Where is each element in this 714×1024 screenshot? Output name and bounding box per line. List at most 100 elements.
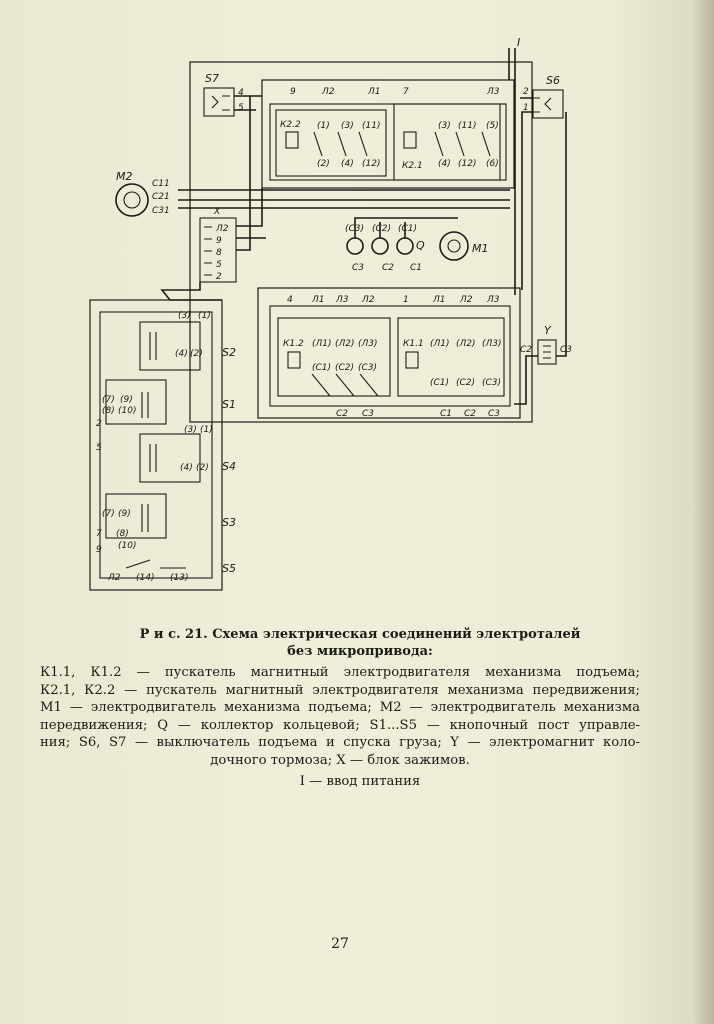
wiring-schematic: I S7 4 5 S6 2 1 9 Л2 Л1 7 Л3 К2.2 (1) (3…	[89, 36, 572, 591]
s5-c14: (14)	[136, 573, 154, 583]
k11-l1: (Л1)	[430, 339, 450, 349]
legend-line-1: К1.1, К1.2 — пускатель магнитный электро…	[40, 665, 640, 680]
s2-c4: (4)	[175, 349, 188, 359]
bottom-out-c3a: С3	[362, 409, 374, 419]
pendant-wire-l2: Л2	[107, 573, 121, 583]
m2-label: М2	[116, 170, 133, 183]
pendant-wire-7: 7	[96, 529, 102, 539]
k21-c3: (3)	[438, 121, 451, 131]
legend-line-2: К2.1, К2.2 — пускатель магнитный электро…	[40, 682, 640, 698]
s6-label: S6	[546, 74, 560, 87]
s7-terminal-4: 4	[238, 88, 244, 98]
top-wire-l2: Л2	[321, 87, 335, 97]
s3-c10: (10)	[118, 541, 136, 551]
power-input: I	[508, 36, 520, 295]
bottom-wire-l1a: Л1	[311, 295, 325, 305]
k11-l2: (Л2)	[456, 339, 476, 349]
s4-c2: (2)	[196, 463, 209, 473]
k12-l2: (Л2)	[335, 339, 355, 349]
s3-label: S3	[222, 516, 236, 529]
k21-label: К2.1	[402, 161, 423, 171]
figure-footnote: I — ввод питания	[299, 774, 421, 789]
x-term-l2: Л2	[215, 224, 229, 234]
page-number: 27	[331, 936, 349, 952]
s6-terminal-2: 2	[523, 87, 529, 97]
k12-c3: (С3)	[358, 363, 377, 373]
bottom-wire-l3a: Л3	[335, 295, 349, 305]
k22-c3: (3)	[341, 121, 354, 131]
k22-c11: (11)	[362, 121, 380, 131]
k21-c11: (11)	[458, 121, 476, 131]
x-term-5: 5	[216, 260, 222, 270]
x-term-8: 8	[216, 248, 222, 258]
s1-c8: (8)	[102, 406, 115, 416]
s2-c3: (3)	[178, 311, 191, 321]
bottom-contactor-block: 4 Л1 Л3 Л2 1 Л1 Л2 Л3 К1.2 (Л1) (Л2) (Л3…	[257, 287, 521, 419]
k22-c1: (1)	[317, 121, 330, 131]
x-term-9: 9	[216, 236, 222, 246]
figure-legend: К1.1, К1.2 — пускатель магнитный электро…	[40, 664, 640, 769]
k12-coil	[287, 351, 301, 369]
s1-c7: (7)	[102, 395, 115, 405]
x-label: X	[213, 207, 221, 217]
s2-c2: (2)	[190, 349, 203, 359]
bottom-wire-l3b: Л3	[486, 295, 500, 305]
switch-s6: S6 2 1	[520, 74, 564, 290]
pendant-wire-9: 9	[96, 545, 102, 555]
legend-line-5: ния; S6, S7 — выключатель подъема и спус…	[40, 735, 640, 750]
s2-label: S2	[222, 346, 236, 359]
m2-c21: С21	[152, 192, 170, 202]
top-wire-9: 9	[290, 87, 296, 97]
s7-label: S7	[205, 72, 219, 85]
q-ring-c2: (С2)	[372, 224, 391, 234]
power-input-label: I	[517, 36, 520, 49]
page-spine-shadow	[692, 0, 714, 1024]
m2-c11: С11	[152, 179, 170, 189]
motor-m1: М1	[439, 231, 489, 261]
x-term-2: 2	[216, 272, 222, 282]
bottom-wire-1: 1	[403, 295, 409, 305]
k12-label: К1.2	[283, 339, 304, 349]
legend-line-4: передвижения; Q — коллектор кольцевой; S…	[40, 717, 640, 733]
collector-q: (С3) (С2) (С1) Q С3 С2 С1	[345, 217, 458, 273]
pendant-wire-2: 2	[96, 419, 102, 429]
q-out-c2: С2	[382, 263, 394, 273]
q-ring-c1: (С1)	[398, 224, 417, 234]
s4-c1: (1)	[200, 425, 213, 435]
top-wire-l1: Л1	[367, 87, 381, 97]
s4-label: S4	[222, 460, 236, 473]
s1-label: S1	[222, 398, 236, 411]
m1-label: М1	[472, 242, 489, 255]
bottom-out-c2b: С2	[464, 409, 476, 419]
bottom-wire-l2b: Л2	[459, 295, 473, 305]
k12-c2: (С2)	[335, 363, 354, 373]
k11-l3: (Л3)	[482, 339, 502, 349]
top-contactor-block: 9 Л2 Л1 7 Л3 К2.2 (1) (3) (11) (2) (4) (…	[261, 79, 515, 189]
figure-title-line-1: Р и с. 21. Схема электрическая соединени…	[139, 627, 581, 642]
pendant-station: (3) (1) (4) (2) S2 (7) (8) (9) (10) S1 2…	[89, 282, 236, 591]
k22-c2: (2)	[317, 159, 330, 169]
k12-l1: (Л1)	[312, 339, 332, 349]
k22-coil	[285, 131, 299, 149]
switch-s7: S7 4 5	[203, 72, 262, 117]
s3-c8: (8)	[116, 529, 129, 539]
k11-coil	[405, 351, 419, 369]
s7-terminal-5: 5	[238, 103, 244, 113]
k22-c4: (4)	[341, 159, 354, 169]
figure-title: Р и с. 21. Схема электрическая соединени…	[100, 626, 620, 660]
s3-c9: (9)	[118, 509, 131, 519]
figure-title-line-2: без микропривода:	[287, 644, 433, 659]
legend-line-6: дочного тормоза; Х — блок зажимов.	[210, 752, 470, 768]
s5-label: S5	[222, 562, 236, 575]
top-wire-l3: Л3	[486, 87, 500, 97]
q-out-c3: С3	[352, 263, 364, 273]
s1-c10: (10)	[118, 406, 136, 416]
k22-label: К2.2	[280, 120, 301, 130]
bottom-wire-l1b: Л1	[432, 295, 446, 305]
q-label: Q	[416, 239, 425, 252]
q-out-c1: С1	[410, 263, 422, 273]
k21-c6: (6)	[486, 159, 499, 169]
k21-coil	[403, 131, 417, 149]
k12-c1: (С1)	[312, 363, 331, 373]
